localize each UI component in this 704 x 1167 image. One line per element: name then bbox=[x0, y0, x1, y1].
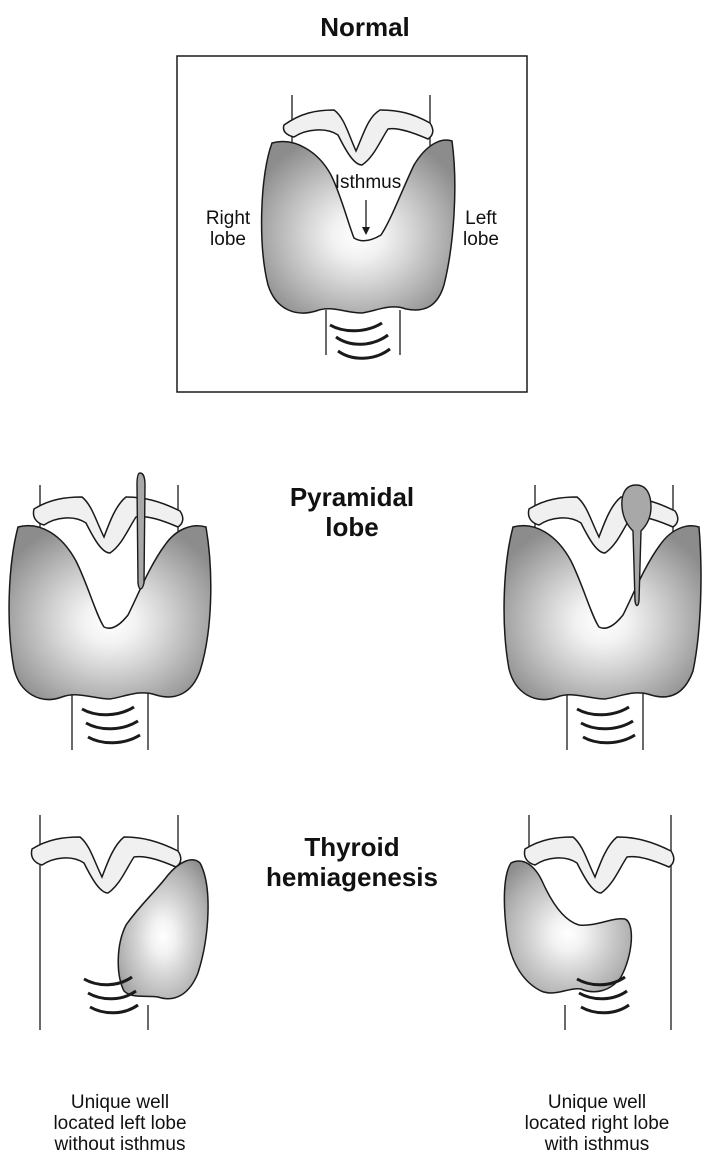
left-lobe-caption: Unique well located left lobe without is… bbox=[12, 1092, 228, 1155]
pyramidal-lobe-title-line-1: Pyramidal bbox=[272, 482, 432, 512]
left-lobe-caption-line-1: Unique well bbox=[12, 1092, 228, 1113]
right-lobe-label-line-2: lobe bbox=[188, 229, 268, 250]
hemiagenesis-right-lobe-diagram bbox=[495, 805, 704, 1035]
left-lobe-label: Left lobe bbox=[446, 208, 516, 250]
pyramidal-thin-diagram bbox=[0, 465, 230, 755]
right-lobe-label-line-1: Right bbox=[188, 208, 268, 229]
right-lobe-label: Right lobe bbox=[188, 208, 268, 250]
isthmus-label: Isthmus bbox=[318, 172, 418, 193]
hemiagenesis-title: Thyroid hemiagenesis bbox=[262, 832, 442, 892]
right-lobe-caption-line-1: Unique well bbox=[492, 1092, 702, 1113]
left-lobe-caption-line-3: without isthmus bbox=[12, 1134, 228, 1155]
pyramidal-lobe-title-line-2: lobe bbox=[272, 512, 432, 542]
pyramidal-lobe-title: Pyramidal lobe bbox=[272, 482, 432, 542]
hemiagenesis-title-line-1: Thyroid bbox=[262, 832, 442, 862]
normal-title: Normal bbox=[290, 12, 440, 42]
pyramidal-bulb-diagram bbox=[495, 465, 704, 755]
hemiagenesis-title-line-2: hemiagenesis bbox=[262, 862, 442, 892]
right-lobe-caption-line-2: located right lobe bbox=[492, 1113, 702, 1134]
left-lobe-label-line-2: lobe bbox=[446, 229, 516, 250]
hemiagenesis-left-lobe-diagram bbox=[0, 805, 230, 1035]
left-lobe-caption-line-2: located left lobe bbox=[12, 1113, 228, 1134]
right-lobe-caption: Unique well located right lobe with isth… bbox=[492, 1092, 702, 1155]
right-lobe-caption-line-3: with isthmus bbox=[492, 1134, 702, 1155]
left-lobe-label-line-1: Left bbox=[446, 208, 516, 229]
